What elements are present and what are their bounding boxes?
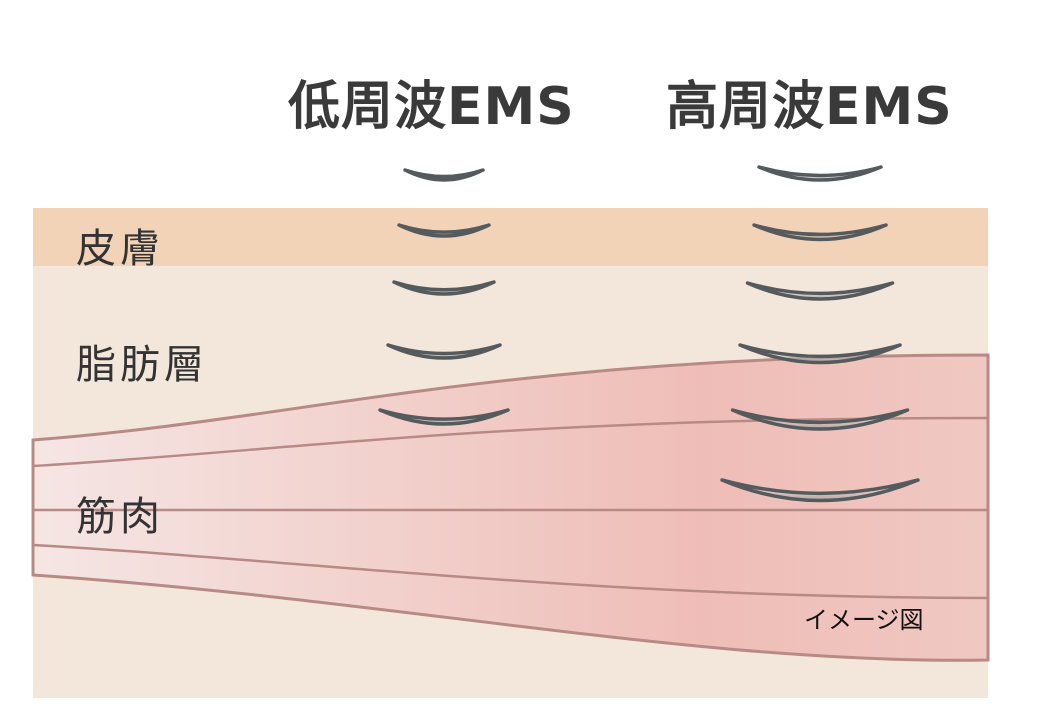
- high-frequency-wave: [738, 343, 902, 365]
- muscle-fiber-line: [32, 543, 989, 600]
- fat-label: 脂肪層: [76, 342, 208, 388]
- low-frequency-title: 低周波EMS: [288, 77, 575, 137]
- image-caption: イメージ図: [804, 606, 924, 634]
- high-frequency-wave: [730, 408, 910, 431]
- muscle-label: 筋肉: [76, 494, 164, 540]
- high-frequency-title: 高周波EMS: [666, 77, 953, 137]
- high-frequency-wave: [752, 223, 888, 242]
- high-frequency-wave: [757, 165, 883, 182]
- low-frequency-wave: [392, 280, 496, 296]
- skin-label: 皮膚: [76, 226, 164, 272]
- low-frequency-wave: [403, 168, 485, 182]
- low-frequency-wave: [378, 408, 510, 426]
- low-frequency-wave: [386, 343, 502, 360]
- muscle-layer: [31, 353, 990, 662]
- low-frequency-wave: [397, 223, 491, 238]
- high-frequency-wave: [745, 281, 895, 301]
- high-frequency-wave: [720, 478, 920, 503]
